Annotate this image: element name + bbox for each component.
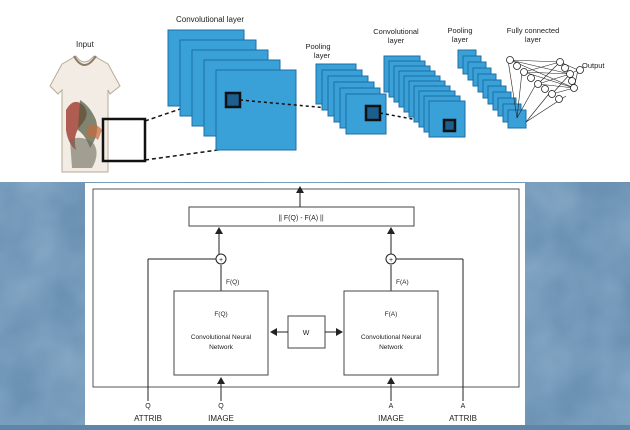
pool-layer-1-stack (316, 64, 386, 134)
right-net-line2: Network (379, 344, 404, 351)
pool1-label-line1: Pooling (305, 42, 330, 51)
output-label: Output (582, 61, 605, 70)
left-net-line1: Convolutional Neural (191, 334, 252, 341)
input-tshirt-image (50, 56, 120, 172)
input-a-image-top: A (389, 403, 394, 410)
pool2-label-line1: Pooling (447, 26, 472, 35)
cnn-architecture-panel: Input Convolutional layer Pooling layer … (0, 0, 630, 182)
input-a-attrib-bottom: ATTRIB (449, 414, 477, 423)
conv2-label-line2: layer (388, 36, 405, 45)
conv1-label: Convolutional layer (176, 15, 244, 24)
fc-label-line2: layer (525, 35, 542, 44)
input-label: Input (76, 40, 95, 49)
weights-label: W (303, 330, 310, 337)
right-net-title: F(A) (385, 311, 398, 318)
input-q-image-top: Q (218, 403, 224, 410)
input-a-attrib-top: A (461, 403, 466, 410)
fa-label: F(A) (396, 279, 409, 286)
conv2-label-line1: Convolutional (373, 27, 419, 36)
cnn-architecture-diagram: Input Convolutional layer Pooling layer … (0, 0, 630, 182)
fc-nodes (507, 57, 584, 103)
fq-label: F(Q) (226, 279, 239, 286)
input-q-attrib-bottom: ATTRIB (134, 414, 162, 423)
pool-layer-2-stack (458, 50, 526, 128)
input-a-image-bottom: IMAGE (378, 414, 404, 423)
fc-label-line1: Fully connected (507, 26, 560, 35)
right-cnn-box (344, 291, 438, 375)
left-net-line2: Network (209, 344, 234, 351)
left-cnn-box (174, 291, 268, 375)
left-net-title: F(Q) (214, 311, 227, 318)
distance-formula: || F(Q) - F(A) || (278, 215, 324, 222)
conv2-filter-box (444, 120, 455, 131)
pool1-label-line2: layer (314, 51, 331, 60)
pool1-filter-box (366, 106, 380, 120)
receptive-field-box (103, 119, 145, 161)
conv1-filter-box (226, 93, 240, 107)
left-plus-label: + (219, 257, 223, 264)
right-plus-label: + (389, 257, 393, 264)
pool2-label-line2: layer (452, 35, 469, 44)
siamese-network-diagram: S || F(Q) - F(A) || + F(Q) + F(A) F(Q) C… (85, 183, 525, 425)
input-q-attrib-top: Q (145, 403, 151, 410)
output-s-label: S (304, 183, 309, 184)
input-q-image-bottom: IMAGE (208, 414, 234, 423)
right-net-line1: Convolutional Neural (361, 334, 422, 341)
conv-layer-1-stack (168, 30, 296, 150)
siamese-network-panel: S || F(Q) - F(A) || + F(Q) + F(A) F(Q) C… (85, 183, 525, 425)
